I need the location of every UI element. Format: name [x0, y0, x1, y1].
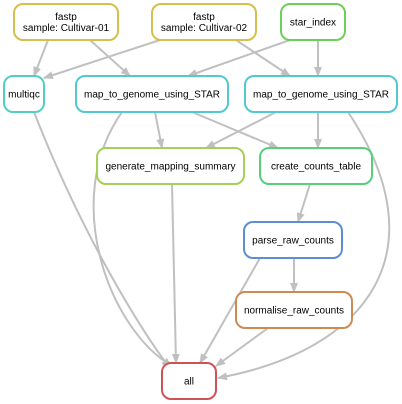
node-label: generate_mapping_summary: [105, 162, 235, 173]
node-label: parse_raw_counts: [252, 236, 334, 247]
edge-fastp_2-to-multiqc: [43, 39, 161, 79]
node-box: [13, 3, 119, 41]
node-label: map_to_genome_using_STAR: [253, 90, 389, 101]
edge-map_1-to-counts_table: [191, 111, 279, 149]
node-label: sample: Cultivar-02: [161, 23, 248, 34]
node-label: sample: Cultivar-01: [23, 23, 110, 34]
node-label: all: [184, 377, 194, 388]
node-box: [235, 291, 353, 329]
edge-map_1-to-gen_summary: [154, 111, 165, 149]
node-star_index: star_index: [280, 3, 346, 41]
node-box: [244, 75, 398, 113]
node-multiqc: multiqc: [3, 75, 45, 113]
edge-star_index-to-map_1: [187, 39, 291, 77]
node-all: all: [161, 362, 217, 400]
node-normalise: normalise_raw_counts: [235, 291, 353, 329]
node-label: create_counts_table: [271, 162, 362, 173]
edge-fastp_1-to-multiqc: [33, 39, 49, 77]
node-counts_table: create_counts_table: [259, 147, 373, 185]
node-label: normalise_raw_counts: [244, 306, 344, 317]
node-label: fastp: [55, 12, 77, 23]
node-gen_summary: generate_mapping_summary: [96, 147, 245, 185]
node-box: [3, 75, 45, 113]
node-label: star_index: [290, 18, 336, 29]
edge-parse_counts-to-all: [199, 257, 261, 364]
node-box: [280, 3, 346, 41]
edge-counts_table-to-parse_counts: [296, 183, 311, 223]
node-box: [243, 221, 343, 259]
node-parse_counts: parse_raw_counts: [243, 221, 343, 259]
node-label: map_to_genome_using_STAR: [84, 90, 220, 101]
node-map_2: map_to_genome_using_STAR: [244, 75, 398, 113]
node-label: multiqc: [8, 90, 40, 101]
node-box: [75, 75, 229, 113]
edge-layer: [33, 39, 391, 381]
edge-fastp_2-to-map_2: [235, 39, 291, 77]
edge-normalise-to-all: [215, 327, 269, 367]
node-box: [151, 3, 257, 41]
node-box: [96, 147, 245, 185]
node-map_1: map_to_genome_using_STAR: [75, 75, 229, 113]
node-label: fastp: [193, 12, 215, 23]
node-box: [161, 362, 217, 400]
edge-multiqc-to-all: [33, 111, 171, 369]
edge-gen_summary-to-all: [171, 183, 180, 364]
edge-map_2-to-gen_summary: [205, 111, 277, 149]
node-box: [259, 147, 373, 185]
edge-fastp_1-to-map_1: [89, 39, 131, 77]
edge-map_2-to-all: [217, 111, 391, 381]
